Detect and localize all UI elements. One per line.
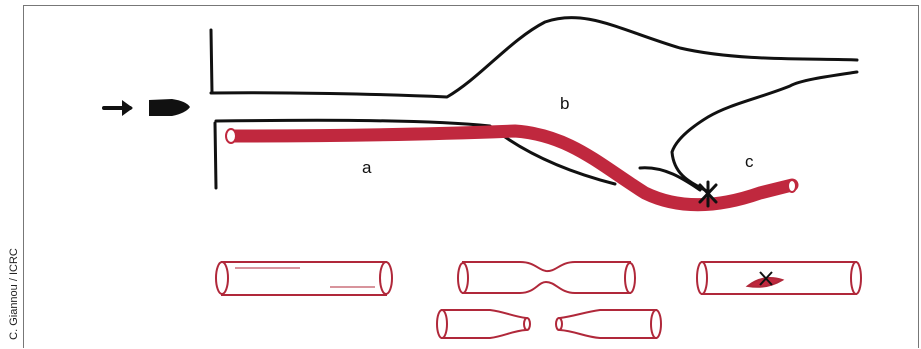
lacerated-vessel bbox=[697, 262, 861, 294]
intact-vessel bbox=[216, 262, 392, 295]
transected-vessel bbox=[437, 310, 661, 338]
label-c: c bbox=[745, 152, 754, 172]
bullet-icon bbox=[149, 99, 190, 116]
label-a: a bbox=[362, 158, 371, 178]
tissue-outline bbox=[211, 18, 857, 190]
right-arrow-icon bbox=[104, 100, 133, 116]
label-b: b bbox=[560, 94, 569, 114]
contused-vessel bbox=[458, 262, 635, 293]
